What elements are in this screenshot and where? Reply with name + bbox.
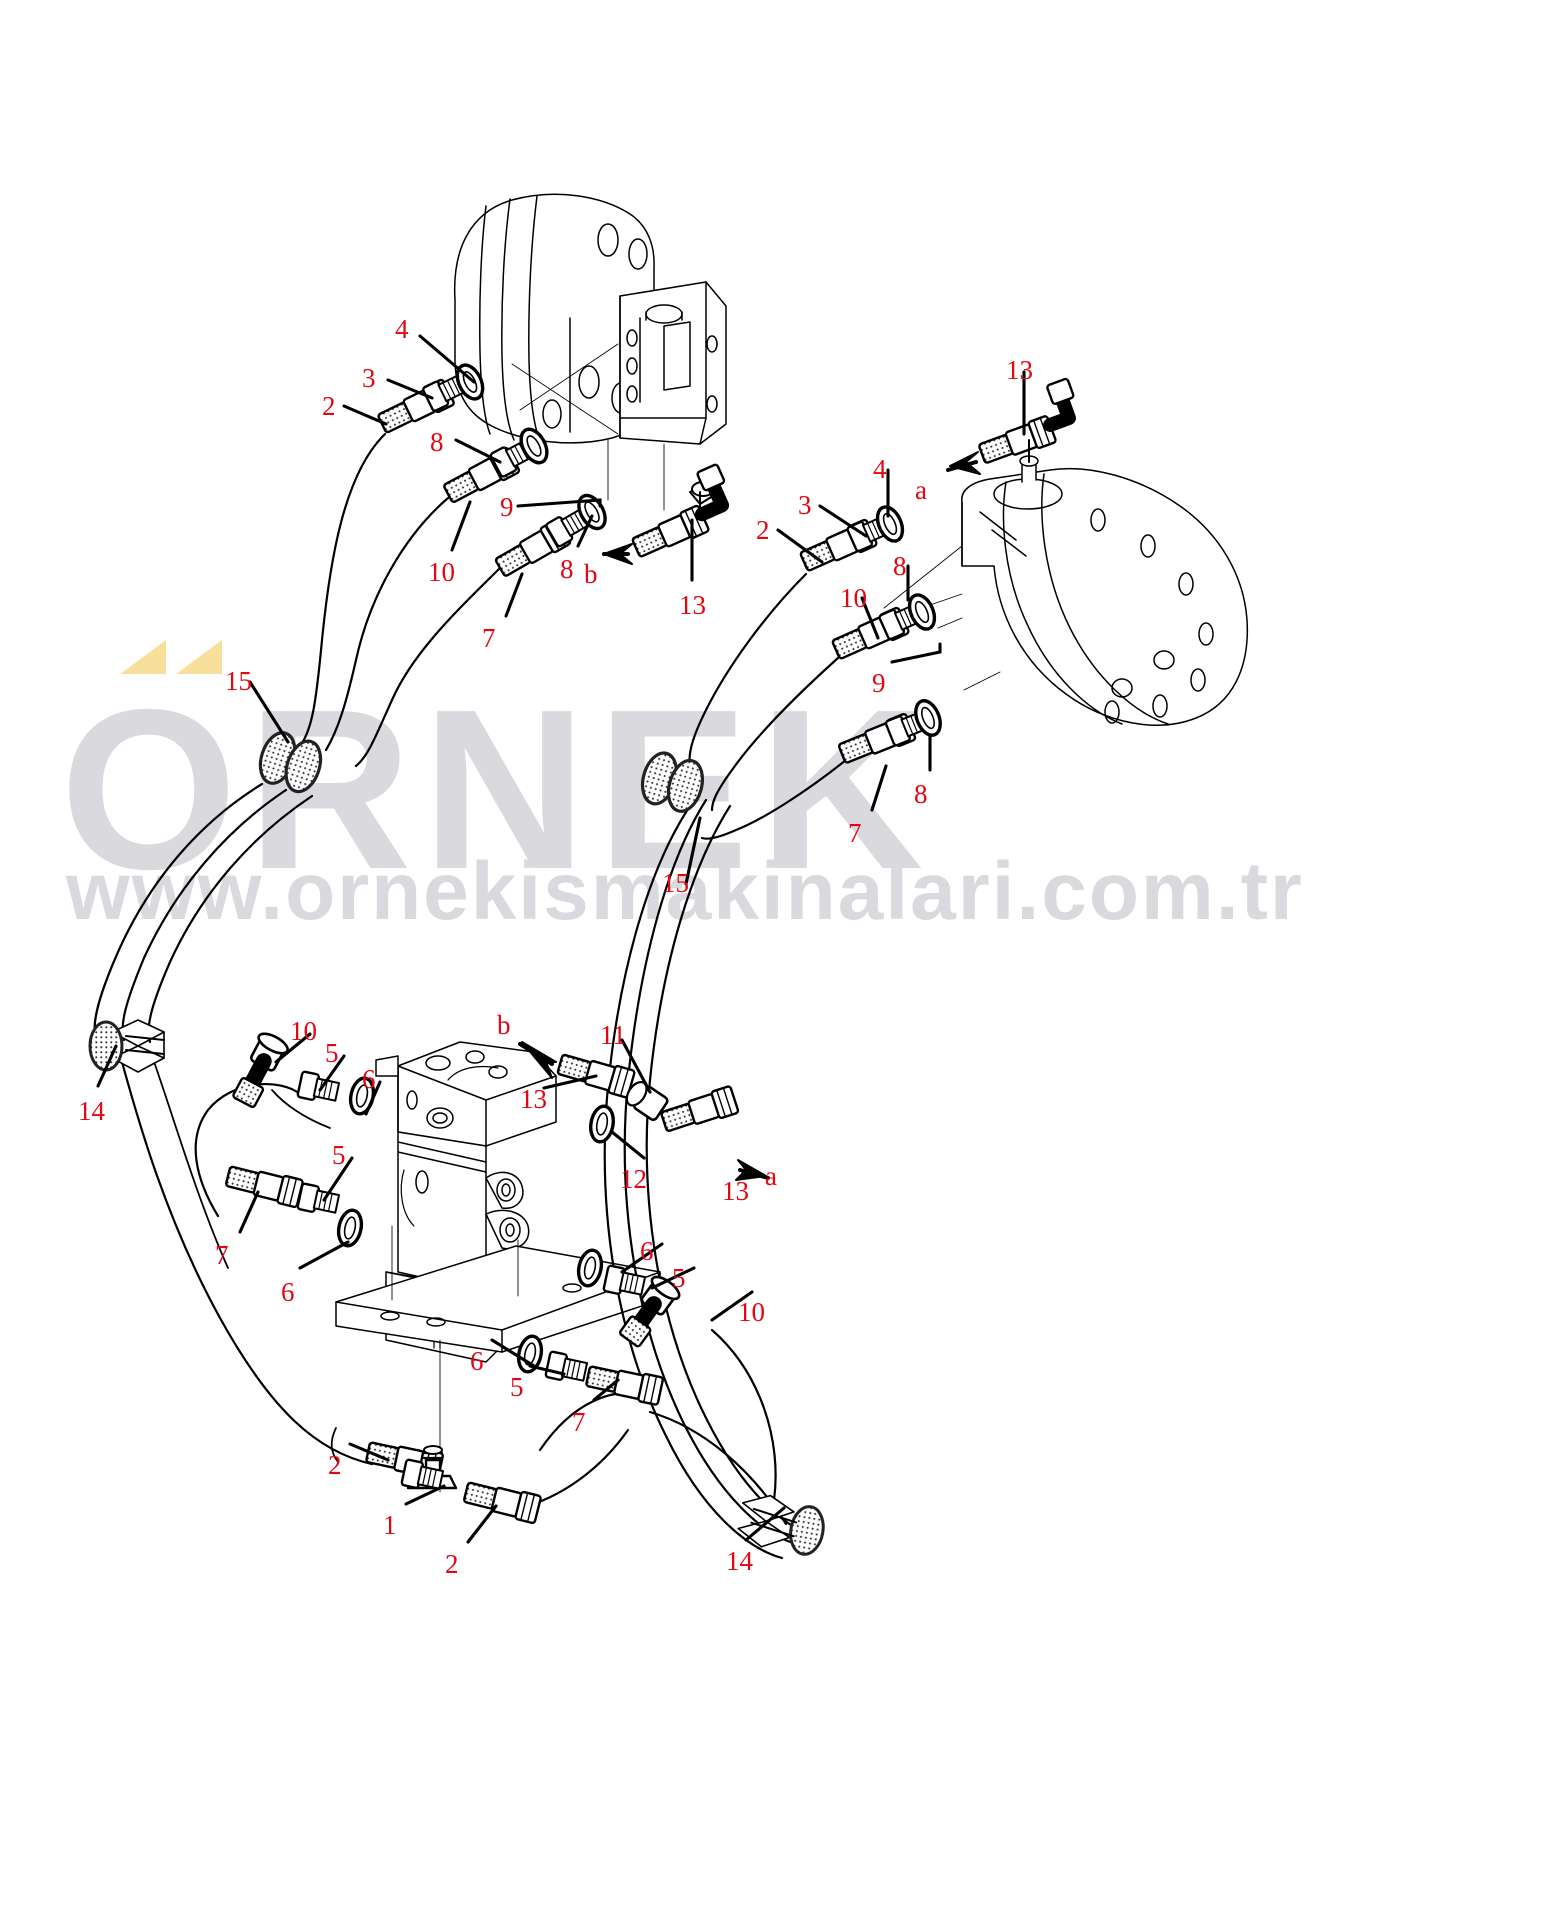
callout-4-left-motor: 4 [395,314,409,344]
swivel-joint [335,1041,661,1493]
callout-6-swivel-ul: 6 [362,1064,376,1094]
callout-6-swivel-rr: 6 [640,1236,654,1266]
callout-a-right: a [915,475,927,505]
callout-1-tee: 1 [383,1510,397,1540]
callout-13-right-top: 13 [1006,355,1033,385]
watermark-url-text: www.ornekismakinalari.com.tr [66,846,1304,937]
callout-2-bottom-right: 2 [445,1549,459,1579]
callout-10-swivel-r: 10 [738,1297,765,1327]
callout-8-left-upper: 8 [430,427,444,457]
callout-13-swivel-r: 13 [722,1176,749,1206]
callout-b-swivel: b [497,1010,511,1040]
callout-8-right-lower: 8 [914,779,928,809]
callout-7-right: 7 [848,818,862,848]
callout-13-swivel: 13 [520,1084,547,1114]
callout-b-left: b [584,559,598,589]
callout-10-right: 10 [840,583,867,613]
callout-12-swivel: 12 [620,1164,647,1194]
callout-8-left-lower: 8 [560,554,574,584]
callout-11-swivel: 11 [600,1020,626,1050]
callout-6-swivel-ll: 6 [281,1277,295,1307]
callout-5-swivel-rr: 5 [672,1263,686,1293]
callout-5-swivel-ul: 5 [325,1038,339,1068]
watermark-brand-text: ORNEK [60,663,934,917]
callout-4-right-motor: 4 [873,454,887,484]
callout-14-left: 14 [78,1096,105,1126]
ornek-double-chevron-logo [120,640,222,674]
callout-9-left: 9 [500,492,514,522]
callout-7-bottom: 7 [572,1407,586,1437]
callout-a-swivel: a [765,1161,777,1191]
callout-2-right-motor: 2 [756,515,770,545]
travel-motor-left [453,193,727,511]
callout-8-right-upper: 8 [893,551,907,581]
callout-15-left: 15 [225,666,252,696]
callout-7-left: 7 [482,623,496,653]
callout-3-left-motor: 3 [362,363,376,393]
callout-2-bottom-left: 2 [328,1450,342,1480]
callout-10-left: 10 [428,557,455,587]
callout-2-left-motor: 2 [322,391,336,421]
callout-9-right: 9 [872,668,886,698]
callout-13-left: 13 [679,590,706,620]
callout-7-swivel-left: 7 [215,1240,229,1270]
callout-3-right-motor: 3 [798,490,812,520]
callout-14-right: 14 [726,1546,753,1576]
callout-6-bottom: 6 [470,1346,484,1376]
callout-5-swivel-ll: 5 [332,1140,346,1170]
callout-10-swivel-left: 10 [290,1016,317,1046]
callout-15-right: 15 [662,868,689,898]
callout-5-bottom: 5 [510,1372,524,1402]
